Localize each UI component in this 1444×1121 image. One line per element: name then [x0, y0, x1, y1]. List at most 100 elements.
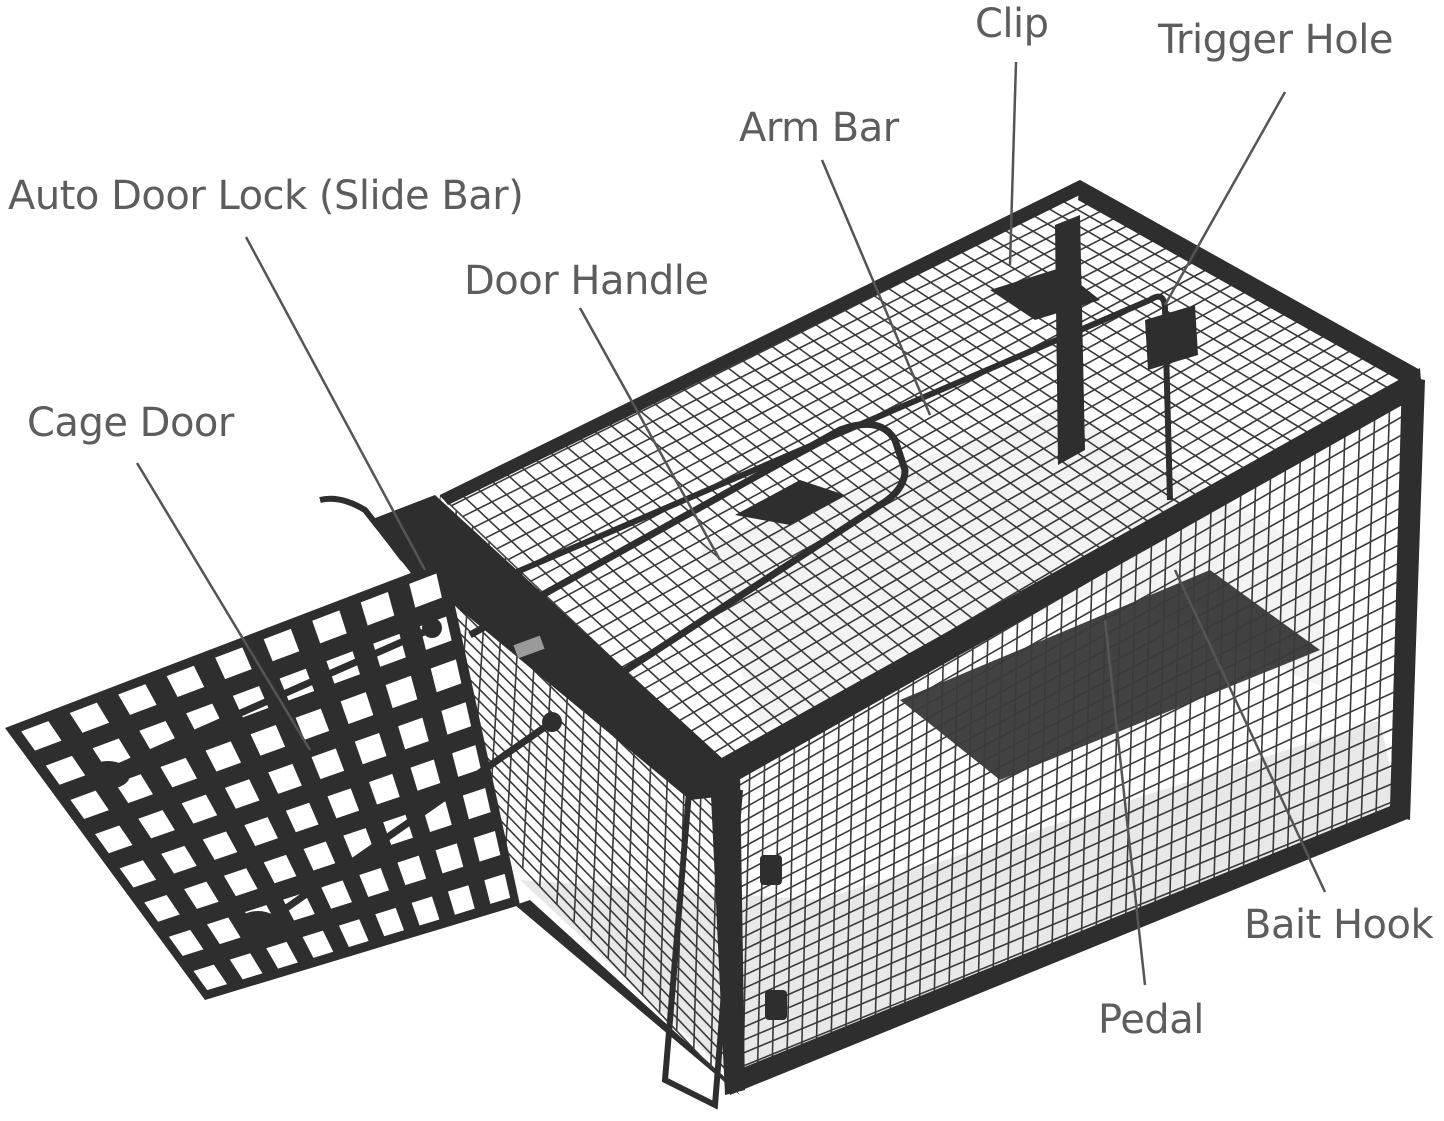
- mesh-wire: [677, 332, 1356, 722]
- mesh-wire: [643, 310, 1316, 690]
- door-hole: [215, 647, 252, 680]
- leader-door-handle: [578, 307, 722, 561]
- door-hole: [21, 721, 62, 751]
- door-hole: [181, 794, 218, 824]
- door-hole: [95, 825, 133, 854]
- door-hole: [410, 759, 441, 791]
- mesh-wire: [728, 758, 1408, 1047]
- label-door-handle: Door Handle: [464, 258, 709, 304]
- door-hole: [160, 757, 197, 788]
- door-hole: [92, 738, 132, 768]
- door-hole: [229, 953, 263, 980]
- cage-door-plate: [5, 560, 562, 1000]
- mesh-wire: [689, 340, 1369, 733]
- arm-bar-rod: [319, 293, 1173, 609]
- mesh-wire: [730, 647, 1411, 970]
- door-hole: [312, 610, 347, 644]
- leader-trigger-hole: [1163, 91, 1287, 306]
- door-hole: [409, 573, 442, 608]
- door-hole: [206, 917, 241, 945]
- door-hole: [244, 817, 278, 847]
- side-latches: [661, 779, 787, 1110]
- door-hole: [327, 788, 360, 819]
- leader-auto-door-lock: [244, 236, 427, 571]
- door-hole: [250, 725, 286, 756]
- door-hole: [283, 892, 315, 921]
- mesh-wire: [732, 517, 1416, 880]
- door-hole: [375, 907, 405, 937]
- mesh-wire: [731, 573, 1414, 918]
- door-hole: [359, 868, 390, 897]
- leader-clip: [1008, 61, 1018, 266]
- mesh-wire: [733, 462, 1418, 841]
- mesh-wire: [730, 628, 1412, 957]
- door-hole: [223, 868, 258, 897]
- mesh-wire: [729, 684, 1410, 996]
- mesh-wire: [711, 354, 1395, 755]
- leader-pedal: [1103, 619, 1147, 986]
- label-arm-bar: Arm Bar: [739, 105, 899, 151]
- door-hole: [202, 831, 238, 860]
- door-hole: [193, 964, 228, 991]
- door-hole: [45, 755, 86, 785]
- door-hole: [398, 717, 429, 750]
- door-hole: [263, 628, 300, 662]
- door-hole: [430, 659, 462, 693]
- label-trigger-hole: Trigger Hole: [1158, 17, 1393, 63]
- mesh-wire: [666, 325, 1342, 712]
- mesh-wire: [731, 591, 1413, 931]
- mesh-wire: [473, 201, 1120, 529]
- door-hole: [338, 919, 369, 948]
- door-hole: [484, 873, 511, 904]
- door-hole: [268, 763, 302, 794]
- door-hole: [360, 591, 395, 626]
- mesh-wire: [734, 406, 1420, 802]
- door-hole: [369, 773, 400, 805]
- mesh-wire: [587, 274, 1251, 636]
- mesh-wire: [700, 347, 1382, 744]
- mesh-wire: [462, 193, 1107, 518]
- mesh-wire: [732, 536, 1415, 892]
- leader-arm-bar: [820, 159, 932, 416]
- mesh-wire: [575, 266, 1238, 625]
- door-hole: [118, 684, 157, 715]
- door-hole: [447, 885, 475, 915]
- mesh-wire: [729, 665, 1411, 983]
- door-hole: [340, 692, 374, 724]
- mesh-wire: [732, 499, 1417, 867]
- door-hole: [266, 941, 298, 969]
- door-hole: [435, 843, 464, 874]
- mesh-wire: [485, 208, 1133, 539]
- trigger-hole-plate: [1145, 305, 1198, 370]
- mesh-wire: [732, 480, 1417, 854]
- door-hole: [184, 881, 219, 909]
- mesh-wire: [733, 443, 1418, 828]
- door-hole: [311, 748, 345, 780]
- door-hole: [462, 788, 491, 820]
- mesh-wire: [655, 318, 1329, 701]
- mesh-wire: [728, 795, 1406, 1073]
- door-hole: [70, 790, 109, 820]
- mesh-wire: [496, 215, 1146, 550]
- mesh-wire: [728, 740, 1408, 1035]
- door-hole: [385, 675, 418, 709]
- door-hole: [354, 733, 387, 765]
- door-hole: [441, 702, 472, 735]
- label-cage-door: Cage Door: [27, 400, 234, 446]
- leader-cage-door: [135, 462, 312, 751]
- door-hole: [119, 860, 157, 888]
- mesh-wire: [432, 582, 734, 879]
- label-bait-hook: Bait Hook: [1244, 902, 1434, 948]
- clip-bracket: [990, 215, 1100, 465]
- door-hole: [295, 708, 330, 740]
- door-hole: [321, 880, 352, 909]
- door-header-plate: [370, 495, 735, 800]
- mesh-wire: [730, 610, 1413, 944]
- door-hole: [205, 741, 242, 772]
- cage-frame: [440, 180, 1425, 1095]
- label-clip: Clip: [975, 1, 1049, 47]
- door-hole: [138, 810, 175, 839]
- label-auto-door-lock: Auto Door Lock (Slide Bar): [8, 173, 524, 219]
